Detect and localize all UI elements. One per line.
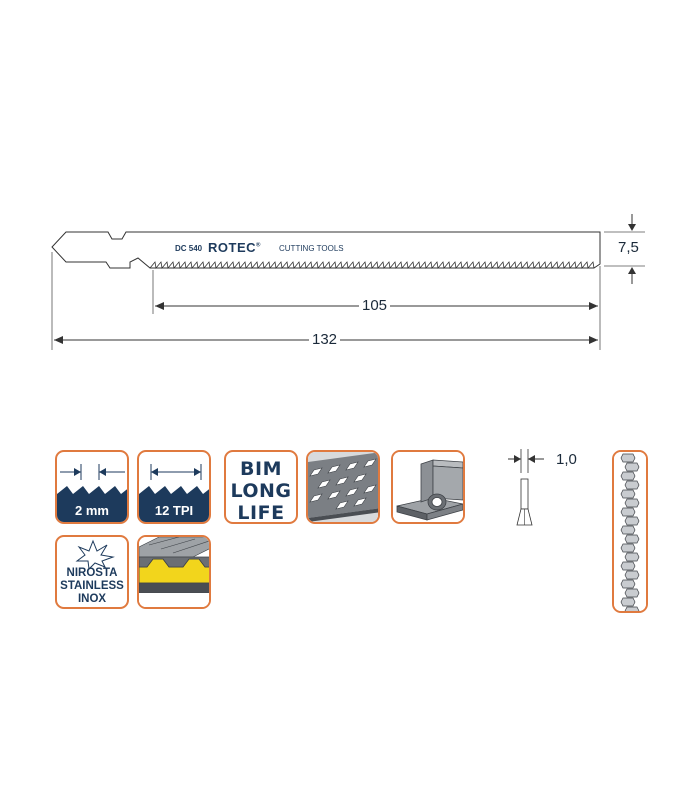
stainless-line1: NIROSTA	[66, 567, 118, 579]
blade-drawing	[51, 214, 645, 350]
stainless-tile: NIROSTA STAINLESS INOX	[55, 535, 129, 609]
profile-tube-icon	[393, 452, 463, 522]
stainless-line3: INOX	[77, 593, 107, 605]
side-tooth	[624, 480, 640, 490]
blade-brand-mark: ®	[256, 242, 261, 249]
star-burst-icon	[75, 539, 115, 571]
dim-cutting-length-label: 105	[359, 297, 391, 314]
height-arrowhead-bottom	[628, 267, 636, 274]
side-tooth	[620, 561, 636, 571]
tpi-tile: 12 TPI	[137, 450, 211, 524]
sandwich-panel-tile	[137, 535, 211, 609]
sheet-metal-icon	[308, 452, 378, 522]
dim-thickness-label: 1,0	[553, 451, 580, 468]
side-tooth	[624, 606, 640, 611]
side-tooth	[624, 498, 640, 508]
side-tooth	[620, 471, 636, 481]
blade-brand-logo: ROTEC®	[208, 240, 261, 255]
tpi-label: 12 TPI	[154, 503, 194, 518]
side-tooth	[620, 579, 636, 589]
side-tooth	[624, 534, 640, 544]
tpi-graphic	[139, 464, 209, 522]
side-tooth	[620, 453, 636, 463]
stainless-line2: STAINLESS	[60, 580, 124, 592]
height-arrowhead-top	[628, 224, 636, 231]
blade-side-view-icon	[614, 452, 646, 611]
blade-brand: ROTEC	[208, 240, 256, 255]
tooth-pitch-tile: 2 mm	[55, 450, 129, 524]
sandwich-panel-icon	[139, 537, 209, 607]
side-tooth	[620, 525, 636, 535]
blade-side-view-tile	[612, 450, 648, 613]
side-tooth	[620, 507, 636, 517]
stainless-text: NIROSTA STAINLESS INOX	[57, 567, 127, 606]
sheet-metal-tile	[306, 450, 380, 524]
blade-teeth	[149, 261, 595, 269]
blade-model: DC 540	[175, 244, 203, 253]
dim-height-label: 7,5	[618, 239, 639, 256]
dim-132-arrow-left	[54, 336, 63, 344]
side-tooth	[620, 597, 636, 607]
side-tooth	[624, 516, 640, 526]
blade-tagline: CUTTING TOOLS	[279, 244, 344, 253]
bim-long-life-tile: BIM LONG LIFE	[224, 450, 298, 524]
side-tooth	[620, 489, 636, 499]
tooth-pitch-label: 2 mm	[75, 503, 109, 518]
side-tooth	[624, 570, 640, 580]
dim-total-length-label: 132	[309, 331, 341, 348]
bim-line1: BIM	[240, 458, 282, 480]
side-tooth	[624, 588, 640, 598]
thickness-diagram	[508, 449, 544, 526]
dim-105-arrow-left	[155, 302, 164, 310]
side-tooth	[624, 552, 640, 562]
bim-line2: LONG	[230, 480, 292, 502]
tooth-pitch-graphic	[57, 464, 127, 522]
dim-132-arrow-right	[589, 336, 598, 344]
dim-105-arrow-right	[589, 302, 598, 310]
side-tooth	[620, 543, 636, 553]
profile-tube-tile	[391, 450, 465, 524]
side-tooth	[624, 462, 640, 472]
bim-long-life-text: BIM LONG LIFE	[226, 458, 296, 524]
bim-line3: LIFE	[237, 502, 285, 524]
